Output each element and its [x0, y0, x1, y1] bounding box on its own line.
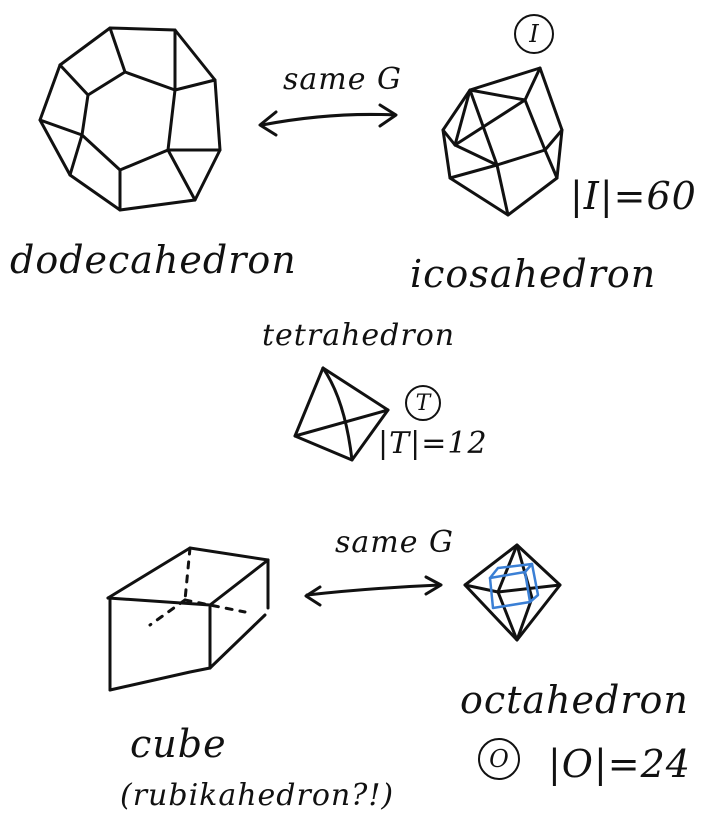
- bottom-arrow-label: same G: [335, 525, 454, 560]
- tetrahedron-label: tetrahedron: [262, 318, 455, 353]
- icosahedral-group-order: |I|=60: [570, 174, 697, 218]
- tetrahedral-group-order: |T|=12: [378, 426, 488, 461]
- octahedron-drawing: [465, 545, 560, 640]
- octahedron-label: octahedron: [460, 678, 689, 722]
- inscribed-cube-highlight: [490, 564, 538, 608]
- icosahedron-label: icosahedron: [410, 252, 656, 296]
- octahedral-group-order: |O|=24: [548, 742, 691, 786]
- top-arrow: [260, 105, 396, 135]
- dodecahedron-label: dodecahedron: [10, 238, 297, 282]
- tetrahedral-group-symbol: T: [405, 385, 441, 421]
- cube-sublabel: (rubikahedron?!): [120, 778, 394, 813]
- tetrahedron-drawing: [295, 368, 388, 460]
- top-arrow-label: same G: [283, 62, 402, 97]
- cube-drawing: [108, 548, 268, 690]
- octahedral-group-symbol: O: [478, 738, 520, 780]
- dodecahedron-drawing: [40, 28, 220, 210]
- cube-label: cube: [130, 722, 227, 766]
- icosahedron-drawing: [443, 68, 562, 215]
- icosahedral-group-symbol: I: [514, 14, 554, 54]
- bottom-arrow: [306, 577, 441, 605]
